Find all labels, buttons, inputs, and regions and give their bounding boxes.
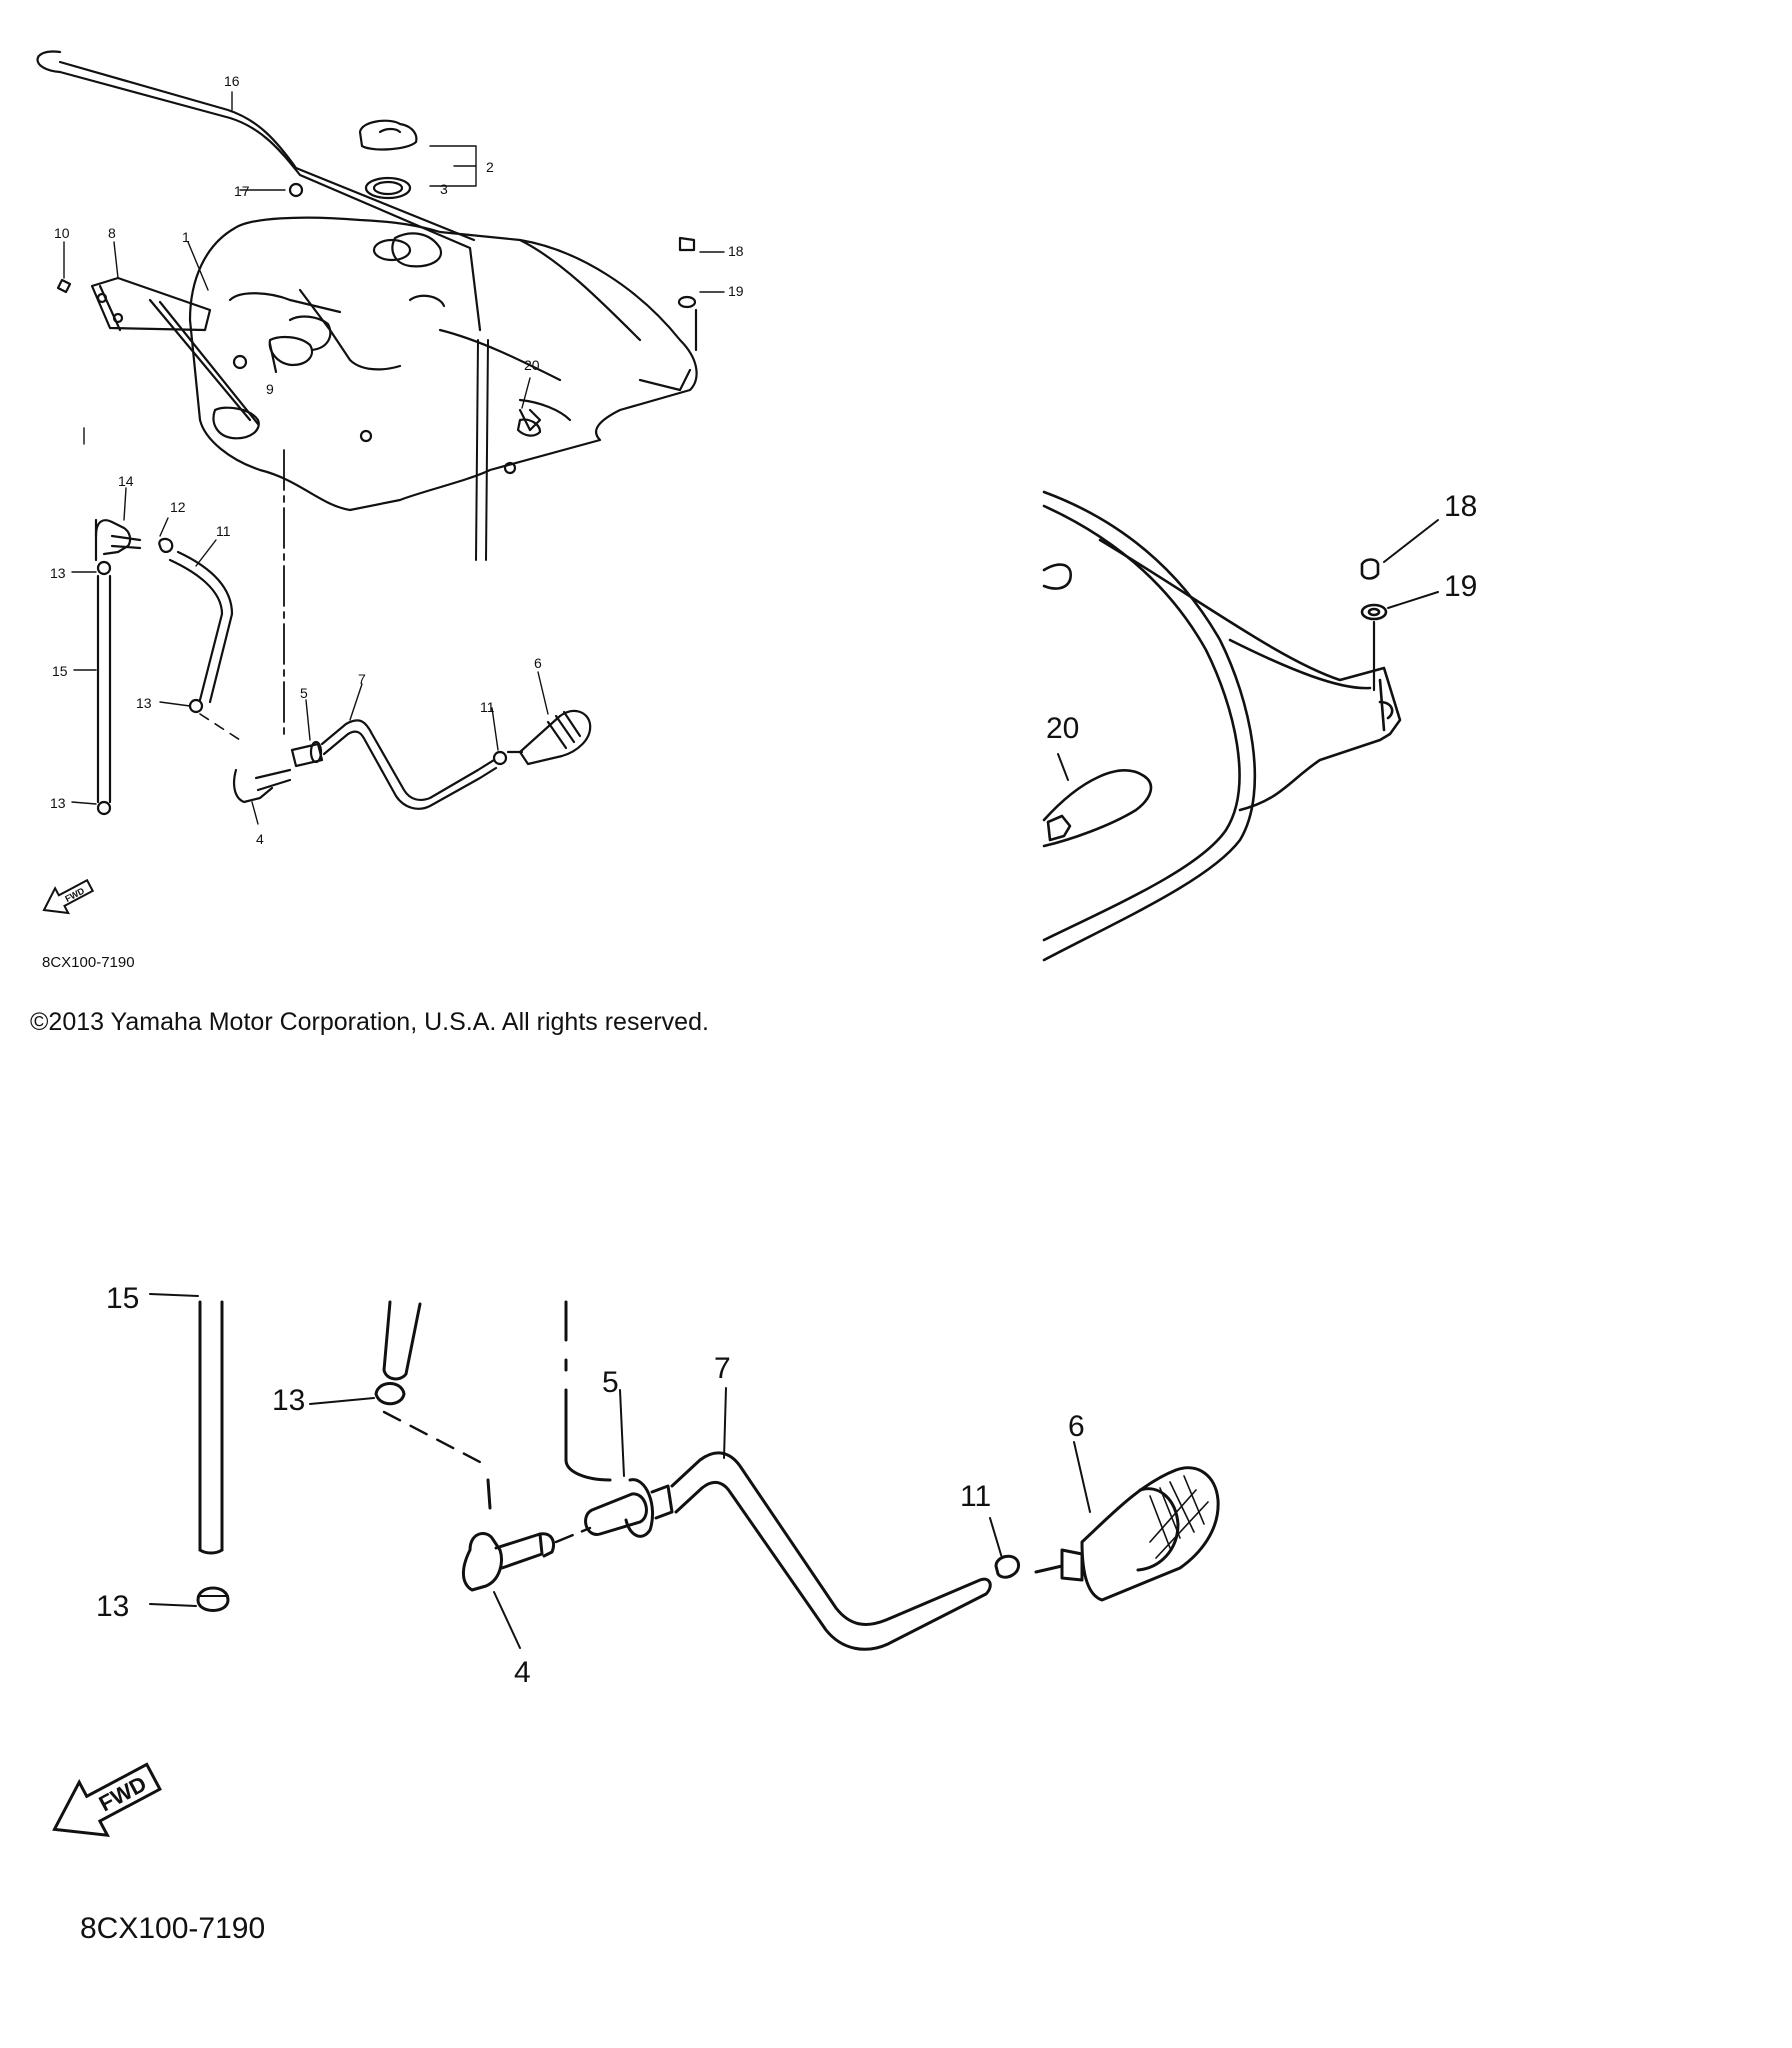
callout-13c: 13 (136, 695, 152, 711)
callout-12: 11 (216, 523, 231, 539)
detail-callout-4: 4 (514, 1656, 531, 1689)
detail-callout-15: 15 (106, 1282, 139, 1315)
callout-8: 8 (108, 225, 116, 241)
callout-18: 18 (728, 243, 744, 259)
callout-13b: 13 (50, 565, 66, 581)
detail-view-fuel-line: 15 13 13 5 7 11 6 4 FWD (0, 1280, 1792, 1900)
callout-4: 4 (256, 831, 264, 847)
detail-callout-11: 11 (960, 1480, 991, 1513)
callout-5: 5 (300, 685, 308, 701)
callout-1: 1 (182, 229, 190, 245)
detail-callout-20: 20 (1046, 712, 1079, 745)
detail-callout-7: 7 (714, 1352, 731, 1385)
callout-20: 20 (524, 357, 540, 373)
detail-bottom-drawing (149, 1293, 1220, 1651)
main-diagram-drawing (36, 50, 725, 825)
callout-15: 15 (52, 663, 68, 679)
copyright-notice: ©2013 Yamaha Motor Corporation, U.S.A. A… (30, 1008, 709, 1036)
callout-17: 17 (234, 183, 250, 199)
detail-callout-18: 18 (1444, 490, 1477, 523)
main-callout-numbers: 16 2 3 17 10 8 1 18 19 20 9 14 12 11 13 … (42, 73, 744, 915)
callout-13a: 12 (170, 499, 186, 515)
fwd-arrow-large-icon: FWD (52, 1762, 162, 1837)
callout-13d: 13 (50, 795, 66, 811)
callout-14: 14 (118, 473, 134, 489)
callout-19: 19 (728, 283, 744, 299)
callout-6: 6 (534, 655, 542, 671)
main-exploded-view: 16 2 3 17 10 8 1 18 19 20 9 14 12 11 13 … (0, 0, 760, 980)
detail-right-drawing (1042, 490, 1439, 962)
callout-3: 3 (440, 181, 448, 197)
diagram-code-large: 8CX100-7190 (80, 1912, 266, 1945)
detail-view-mounting: 18 19 20 (1040, 480, 1560, 980)
diagram-code-small: 8CX100-7190 (42, 954, 135, 971)
detail-callout-13-lower: 13 (96, 1590, 129, 1623)
callout-11: 11 (480, 699, 495, 715)
callout-9: 9 (266, 381, 274, 397)
detail-callout-6: 6 (1068, 1410, 1085, 1443)
detail-callout-13-upper: 13 (272, 1384, 305, 1417)
callout-10: 10 (54, 225, 70, 241)
callout-2: 2 (486, 159, 494, 175)
detail-callout-19: 19 (1444, 570, 1477, 603)
fwd-arrow-icon: FWD (42, 878, 95, 915)
callout-16: 16 (224, 73, 240, 89)
callout-7: 7 (358, 671, 366, 687)
detail-bottom-callouts: 15 13 13 5 7 11 6 4 FWD (52, 1282, 1085, 1837)
detail-right-callouts: 18 19 20 (1046, 490, 1477, 745)
detail-callout-5: 5 (602, 1366, 619, 1399)
